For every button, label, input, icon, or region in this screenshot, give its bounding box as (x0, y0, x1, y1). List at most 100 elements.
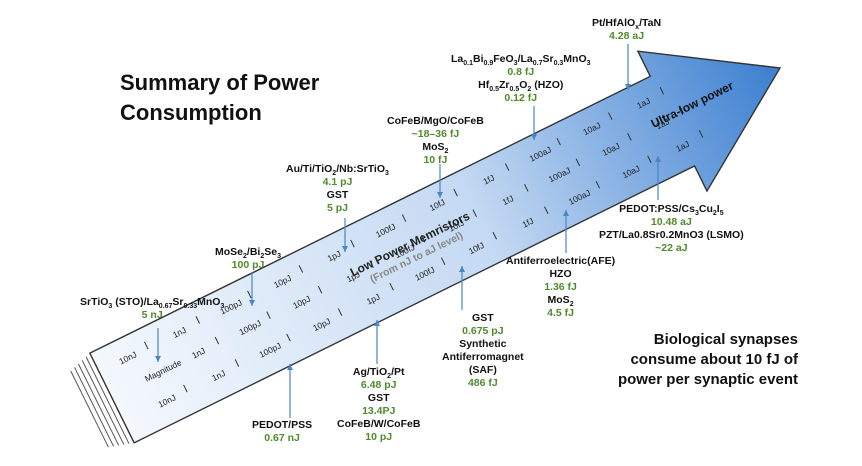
scale-bottom-tick-mark (698, 130, 704, 138)
material-antiferromagnet: Antiferromagnet (442, 351, 524, 363)
label-au-ti-tio2: Au/Ti/TiO2/Nb:SrTiO3 4.1 pJ GST 5 pJ (286, 163, 389, 214)
tail-stripe (85, 356, 130, 444)
scale-bottom-tick-mark (647, 155, 652, 164)
label-pedot-cs3cu2i5: PEDOT:PSS/Cs3Cu2I5 10.48 aJ PZT/La0.8Sr0… (599, 203, 744, 254)
pointer-arrowhead (459, 266, 465, 272)
value-hzo-bottom: 1.36 fJ (544, 281, 577, 293)
scale-mid-tick-mark (575, 158, 581, 167)
pointer-arrowhead (437, 192, 443, 198)
tail-stripe (70, 370, 109, 448)
label-pt-hfalox: Pt/HfAlOx/TaN 4.28 aJ (592, 17, 662, 42)
scale-mid-tick-mark (524, 183, 529, 192)
value-saf: 486 fJ (467, 377, 498, 389)
value-pzt-lsmo: ~22 aJ (655, 242, 688, 254)
material-pedot-pss: PEDOT/PSS (252, 419, 313, 431)
value-au-ti-tio2: 4.1 pJ (322, 176, 353, 188)
scale-mid-tick-label: 1fJ (501, 193, 516, 207)
material-synthetic: Synthetic (459, 338, 507, 350)
value-mos2-bottom: 4.5 fJ (547, 307, 574, 319)
material-saf: (SAF) (468, 364, 497, 376)
material-cofeb-mgo: CoFeB/MgO/CoFeB (387, 115, 484, 127)
scale-mid-tick-mark (317, 285, 323, 294)
value-mose2-bi2se3: 100 pJ (231, 259, 265, 271)
material-afe: Antiferroelectric(AFE) (506, 255, 616, 267)
value-pedot-pss: 0.67 nJ (264, 432, 300, 444)
scale-bottom-tick-mark (440, 257, 446, 265)
scale-mid-tick-mark (678, 107, 684, 116)
scale-top-tick-mark (453, 188, 458, 197)
scale-top-tick-mark (247, 290, 252, 299)
label-afe-hzo: Antiferroelectric(AFE) HZO 1.36 fJ MoS2 … (506, 255, 616, 319)
label-mose2-bi2se3: MoSe2/Bi2Se3 100 pJ (215, 246, 281, 271)
scale-mid-tick-mark (420, 234, 426, 243)
note-line-1: Biological synapses (653, 331, 798, 348)
value-hzo-top: 0.12 fJ (504, 92, 538, 104)
diagram-title: Summary of Power Consumption (120, 68, 319, 128)
pointer-arrowhead (374, 320, 380, 326)
label-cofeb-mgo: CoFeB/MgO/CoFeB ~18–36 fJ MoS2 10 fJ (387, 115, 484, 166)
note-line-2: consume about 10 fJ of (630, 351, 798, 368)
value-mos2-top: 10 fJ (423, 154, 448, 166)
scale-top-tick-mark (350, 239, 355, 248)
scale-bottom-tick-mark (183, 384, 188, 393)
material-cofeb-w: CoFeB/W/CoFeB (337, 418, 421, 430)
tail-stripe (77, 363, 120, 446)
scale-top-tick-mark (401, 214, 407, 222)
pointer-arrowhead (563, 210, 569, 216)
scale-top-tick-mark (504, 163, 510, 171)
pointer-arrowhead (249, 300, 255, 306)
scale-bottom-tick-mark (337, 308, 343, 316)
value-gst-top: 5 pJ (326, 202, 348, 214)
scale-mid-tick-mark (369, 260, 374, 268)
scale-bottom-tick-mark (286, 333, 291, 342)
tail-stripe (74, 367, 115, 447)
value-gst-saf: 0.675 pJ (462, 325, 504, 337)
title-line-1: Summary of Power (120, 70, 320, 95)
scale-top-tick-mark (195, 316, 201, 324)
scale-bottom-tick-mark (389, 282, 394, 291)
material-pzt-lsmo: PZT/La0.8Sr0.2MnO3 (LSMO) (599, 229, 744, 241)
value-cofeb-w: 10 pJ (365, 431, 393, 443)
pointer-arrowhead (655, 156, 661, 162)
arrow-body (88, 50, 782, 444)
value-pedot-cs3cu2i5: 10.48 aJ (650, 216, 692, 228)
biological-synapse-note: Biological synapses consume about 10 fJ … (578, 330, 798, 390)
value-cofeb-mgo: ~18–36 fJ (411, 128, 460, 140)
scale-bottom-tick-mark (544, 206, 549, 215)
scale-top-tick-mark (659, 86, 665, 95)
scale-top-tick-mark (298, 265, 304, 273)
scale-top-tick-label: 1fJ (481, 173, 496, 187)
material-gst-saf: GST (472, 312, 494, 324)
scale-mid-tick-mark (266, 311, 271, 319)
scale-mid-tick-mark (472, 209, 477, 218)
material-gst-bottom: GST (367, 392, 390, 404)
pointer-arrowhead (155, 356, 161, 362)
label-gst-saf: GST 0.675 pJ Synthetic Antiferromagnet (… (442, 312, 524, 390)
scale-mid-tick-mark (214, 336, 220, 345)
value-gst-bottom: 13.4PJ (362, 405, 396, 417)
pointer-arrowhead (531, 134, 537, 140)
scale-top-tick-mark (144, 341, 149, 350)
pointer-arrowhead (287, 364, 293, 370)
tail-stripe (81, 360, 125, 445)
label-ag-tio2-pt: Ag/TiO2/Pt 6.48 pJ GST 13.4PJ CoFeB/W/Co… (337, 366, 421, 443)
material-gst-top: GST (326, 189, 349, 201)
label-pedot-pss: PEDOT/PSS 0.67 nJ (252, 419, 312, 445)
scale-bottom-tick-label: 1fJ (521, 216, 536, 230)
scale-bottom-tick-mark (492, 231, 497, 240)
scale-bottom-tick-mark (234, 359, 240, 367)
scale-bottom-tick-mark (595, 180, 601, 189)
value-pt-hfalox: 4.28 aJ (609, 30, 645, 42)
value-ag-tio2-pt: 6.48 pJ (360, 379, 397, 391)
pointer-arrowhead (342, 246, 348, 252)
note-line-3: power per synaptic event (617, 371, 798, 388)
material-hzo-bottom: HZO (549, 268, 572, 280)
scale-top-tick-mark (556, 137, 561, 146)
value-lbfo-lsmo: 0.8 fJ (507, 66, 535, 78)
pointer-arrowhead (625, 84, 631, 90)
title-line-2: Consumption (120, 100, 262, 125)
value-sto-lsmo: 5 nJ (141, 309, 163, 321)
label-sto-lsmo: SrTiO3 (STO)/La0.67Sr0.33MnO3 5 nJ (80, 296, 225, 321)
